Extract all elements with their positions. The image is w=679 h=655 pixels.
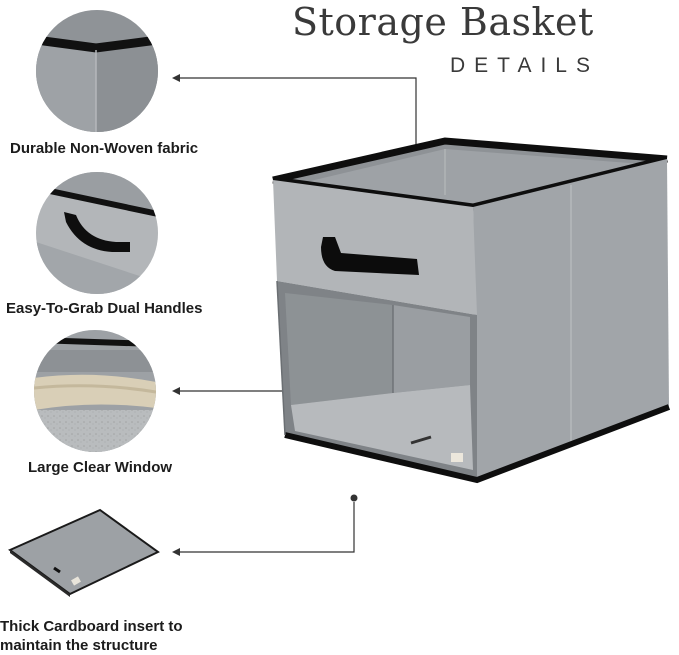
connector-cardboard	[178, 502, 355, 553]
feature-caption-window: Large Clear Window	[28, 459, 173, 476]
arrowhead-window	[172, 387, 180, 395]
arrowhead-fabric	[172, 74, 180, 82]
feature-caption-cardboard-line2: maintain the structure	[0, 637, 158, 654]
arrowhead-cardboard	[172, 548, 180, 556]
fabric-thumbnail	[36, 10, 158, 132]
handle-thumbnail	[36, 172, 158, 294]
feature-caption-cardboard: Thick Cardboard insert to maintain the s…	[0, 617, 200, 655]
page-title: Storage Basket	[292, 0, 594, 44]
cardboard-insert-icon	[8, 508, 160, 597]
fabric-corner-icon	[36, 10, 158, 132]
handle-icon	[36, 172, 158, 294]
storage-basket-illustration	[272, 137, 671, 484]
feature-caption-handles: Easy-To-Grab Dual Handles	[6, 300, 203, 317]
page-subtitle: DETAILS	[450, 54, 599, 77]
feature-caption-fabric: Durable Non-Woven fabric	[10, 140, 199, 157]
connector-fabric	[178, 77, 417, 166]
clear-window-icon	[34, 330, 156, 452]
feature-caption-cardboard-line1: Thick Cardboard insert to	[0, 618, 183, 635]
dot-cardboard	[350, 494, 358, 502]
window-thumbnail	[34, 330, 156, 452]
